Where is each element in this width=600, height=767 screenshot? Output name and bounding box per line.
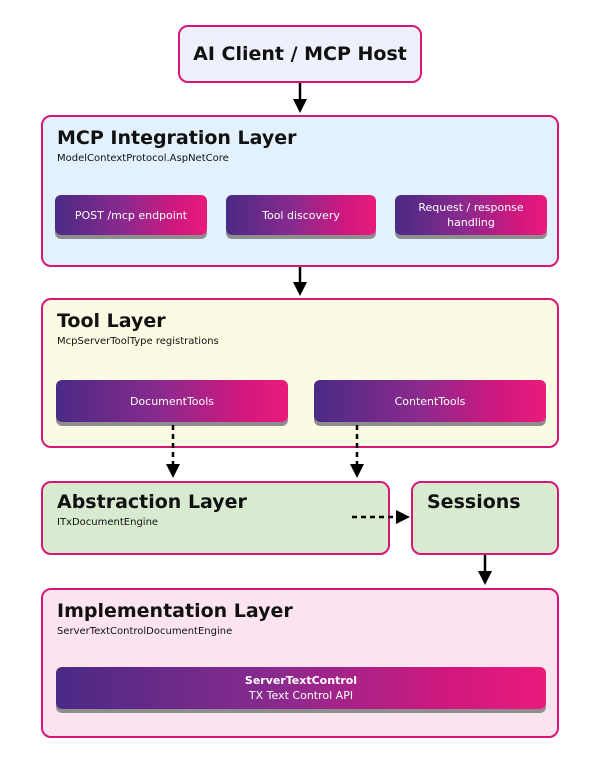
document-tools-label: DocumentTools (129, 394, 215, 408)
implementation-layer-subtitle: ServerTextControlDocumentEngine (57, 626, 233, 637)
request-response-label-line1: Request / response (418, 201, 524, 214)
document-tools-box: DocumentTools (56, 380, 288, 422)
abstraction-layer: Abstraction Layer ITxDocumentEngine (41, 481, 390, 555)
ai-client-label: AI Client / MCP Host (193, 43, 407, 65)
tool-discovery-box: Tool discovery (226, 195, 376, 235)
mcp-layer-title: MCP Integration Layer (57, 127, 297, 149)
implementation-layer: Implementation Layer ServerTextControlDo… (41, 588, 559, 738)
arrow-client-to-mcp (293, 83, 307, 113)
arrow-mcp-to-tool (293, 267, 307, 296)
ai-client-box: AI Client / MCP Host (178, 25, 422, 83)
tool-discovery-label: Tool discovery (262, 208, 340, 222)
mcp-layer-subtitle: ModelContextProtocol.AspNetCore (57, 153, 229, 164)
tool-layer: Tool Layer McpServerToolType registratio… (41, 298, 559, 448)
abstraction-layer-title: Abstraction Layer (57, 491, 247, 513)
server-text-control-box: ServerTextControl TX Text Control API (56, 667, 546, 709)
post-mcp-endpoint-box: POST /mcp endpoint (55, 195, 207, 235)
sessions-title: Sessions (427, 491, 521, 513)
implementation-layer-title: Implementation Layer (57, 600, 293, 622)
tool-layer-subtitle: McpServerToolType registrations (57, 336, 219, 347)
server-text-control-label: ServerTextControl (244, 674, 358, 687)
mcp-integration-layer: MCP Integration Layer ModelContextProtoc… (41, 115, 559, 267)
arrow-abstraction-to-sessions (352, 510, 410, 524)
abstraction-layer-subtitle: ITxDocumentEngine (57, 517, 159, 528)
tx-text-control-api-label: TX Text Control API (248, 689, 354, 702)
request-response-handling-box: Request / response handling (395, 195, 547, 235)
sessions-box: Sessions (411, 481, 559, 555)
tool-layer-title: Tool Layer (57, 310, 166, 332)
post-mcp-endpoint-label: POST /mcp endpoint (74, 208, 188, 222)
request-response-label-line2: handling (447, 216, 495, 229)
arrow-sessions-to-implementation (478, 555, 492, 585)
arrow-contenttools-to-abstraction (350, 425, 364, 478)
arrow-documenttools-to-abstraction (166, 425, 180, 478)
content-tools-box: ContentTools (314, 380, 546, 422)
content-tools-label: ContentTools (394, 394, 466, 408)
